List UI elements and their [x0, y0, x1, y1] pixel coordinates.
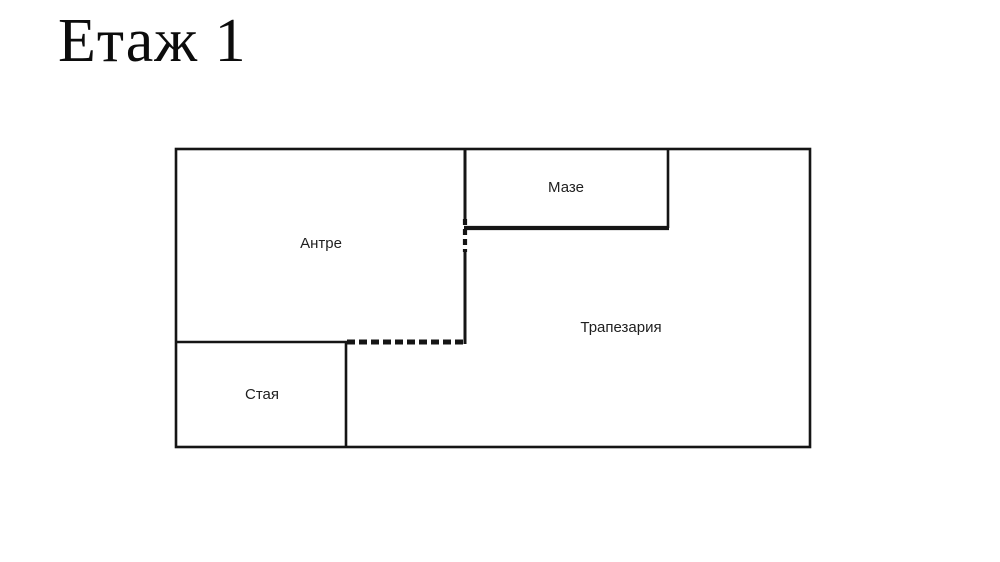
room-label-trapezaria: Трапезария	[580, 319, 661, 336]
room-label-antre: Антре	[300, 235, 342, 252]
room-label-maze: Мазе	[548, 179, 584, 196]
room-label-staya: Стая	[245, 386, 279, 403]
outer-wall	[174, 147, 812, 449]
floor-title: Етаж 1	[58, 7, 247, 75]
